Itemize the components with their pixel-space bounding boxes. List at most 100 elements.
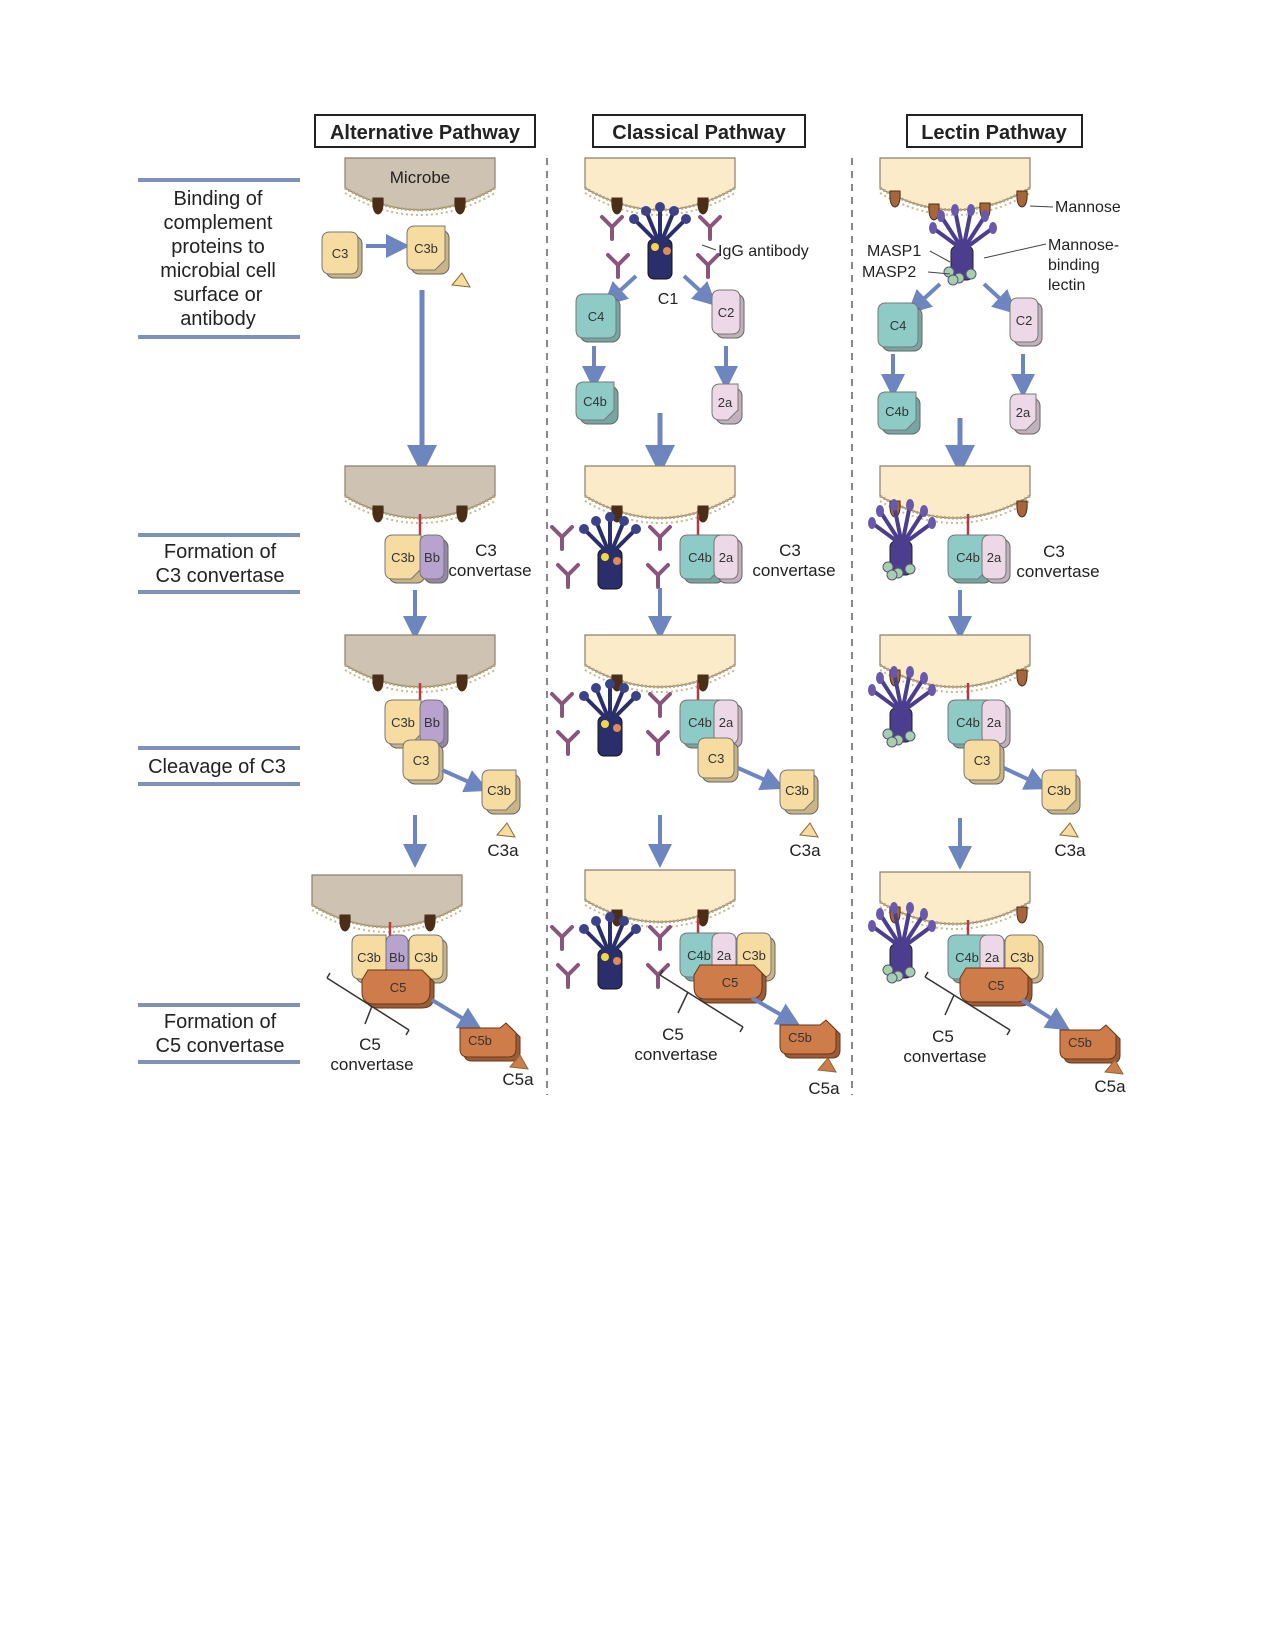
c1-head <box>655 202 665 212</box>
protein-2a-lec-label: 2a <box>1016 405 1031 420</box>
protein-2a-cleave-lec-label: 2a <box>987 715 1002 730</box>
protein-c4b-cleave-lec-label: C4b <box>956 715 980 730</box>
igg-antibody-shape <box>648 732 668 754</box>
c3a-label-lec: C3a <box>1054 841 1086 860</box>
masp-ball <box>905 564 915 574</box>
igg-antibody-shape <box>698 255 718 277</box>
protein-2a-conv-cls: 2a <box>714 535 742 583</box>
protein-c4b-c5conv-cls-label: C4b <box>687 948 711 963</box>
protein-2a-conv-lec: 2a <box>982 535 1010 583</box>
protein-c4b-cls-label: C4b <box>583 394 607 409</box>
mbl-label-line3: lectin <box>1048 277 1085 294</box>
protein-c2-lec: C2 <box>1010 298 1042 346</box>
mbl-head <box>890 499 898 511</box>
arrow-mbl-to-c4-lec <box>916 284 940 306</box>
stage-c3conv-line2: C3 convertase <box>156 565 285 587</box>
mbl-head <box>890 666 898 678</box>
microbe-knob <box>425 915 435 931</box>
stage-c5conv-line1: Formation of <box>164 1011 277 1033</box>
mbl-head <box>906 666 914 678</box>
igg-antibody-shape <box>558 565 578 587</box>
protein-2a-cls: 2a <box>712 384 742 424</box>
stage-binding-line6: antibody <box>180 308 256 330</box>
igg-antibody-shape <box>602 217 622 239</box>
protein-c4b-c5conv-lec-label: C4b <box>955 950 979 965</box>
masp-ball <box>905 967 915 977</box>
c1-dot-orange <box>613 557 621 565</box>
mannose-knob <box>1017 191 1027 207</box>
masp-ball <box>948 275 958 285</box>
mannose-knob <box>1017 907 1027 923</box>
c1-head <box>591 516 601 526</box>
protein-2a-cls-label: 2a <box>718 395 733 410</box>
c5conv-lec-line1: C5 <box>932 1027 954 1046</box>
protein-c3b-conv-alt-label: C3b <box>391 550 415 565</box>
c5conv-lec-line2: convertase <box>903 1047 986 1066</box>
stage-c5conv-line2: C5 convertase <box>156 1035 285 1057</box>
c5a-label-lec: C5a <box>1094 1077 1126 1096</box>
header-lectin: Lectin Pathway <box>907 115 1082 147</box>
mbl-head <box>928 517 936 529</box>
arrow-c3-to-c3b-cleave-lec <box>1004 768 1038 784</box>
igg-antibody-shape <box>648 965 668 987</box>
c3a-label-alt: C3a <box>487 841 519 860</box>
protein-c2-cls-label: C2 <box>718 305 735 320</box>
mbl-complex-lec-2 <box>868 499 936 580</box>
masp2-label: MASP2 <box>862 264 916 281</box>
stage-binding-line5: surface or <box>174 284 263 306</box>
membrane-surface <box>312 875 462 927</box>
mbl-head <box>967 204 975 216</box>
c1-head <box>619 516 629 526</box>
protein-c4b-conv-lec-label: C4b <box>956 550 980 565</box>
c1-head <box>579 524 589 534</box>
protein-c3-alt: C3 <box>322 232 362 278</box>
microbe-knob <box>373 506 383 522</box>
stage-binding-line3: proteins to <box>171 236 264 258</box>
arrow-c5-to-c5b-alt <box>432 1000 472 1024</box>
protein-c5-cls-label: C5 <box>722 975 739 990</box>
header-classical-text: Classical Pathway <box>612 122 786 144</box>
microbe-knob <box>373 198 383 214</box>
header-lectin-text: Lectin Pathway <box>921 122 1067 144</box>
masp-ball <box>905 731 915 741</box>
microbe-membrane-alt-4 <box>312 875 462 932</box>
protein-2a-c5conv-lec-label: 2a <box>985 950 1000 965</box>
protein-c5-alt-label: C5 <box>390 980 407 995</box>
stage-label-c3-convertase: Formation of C3 convertase <box>138 535 300 592</box>
c1-head <box>631 924 641 934</box>
c5conv-cls-line2: convertase <box>634 1045 717 1064</box>
masp-ball <box>887 973 897 983</box>
protein-c5-lec-label: C5 <box>988 978 1005 993</box>
protein-c5b-alt: C5b <box>460 1023 520 1061</box>
c1-head <box>681 214 691 224</box>
protein-c3-cleave-alt: C3 <box>403 740 443 784</box>
protein-c4b-cleave-cls-label: C4b <box>688 715 712 730</box>
microbe-knob <box>698 910 708 926</box>
protein-c4-cls: C4 <box>576 294 620 342</box>
c3conv-cls-line1: C3 <box>779 541 801 560</box>
mannose-knob <box>1017 501 1027 517</box>
diagram-content: C3C3bC3bBbC3bBbC3C3bC3bBbC3bC5C5bC4C2C4b… <box>312 158 1123 1074</box>
masp-ball <box>966 269 976 279</box>
c3a-fragment-cleave-lec <box>1060 823 1078 837</box>
membrane-surface <box>880 466 1030 518</box>
protein-c5b-lec-label: C5b <box>1068 1035 1092 1050</box>
protein-c3b-c5conv-alt-b-label: C3b <box>414 950 438 965</box>
protein-bb-c5conv-alt-label: Bb <box>389 950 405 965</box>
mbl-label-line2: binding <box>1048 257 1100 274</box>
mbl-head <box>906 902 914 914</box>
c1-label: C1 <box>658 291 679 308</box>
header-alternative-text: Alternative Pathway <box>330 122 521 144</box>
protein-c3b-alt: C3b <box>407 226 449 274</box>
membrane-surface <box>880 158 1030 210</box>
masp-ball <box>887 737 897 747</box>
arrow-mbl-to-c2-lec <box>984 284 1008 306</box>
protein-2a-c5conv-cls-label: 2a <box>717 948 732 963</box>
igg-antibody-shape <box>648 565 668 587</box>
igg-antibody-shape <box>700 217 720 239</box>
igg-antibody-shape <box>552 927 572 949</box>
c3conv-alt-line1: C3 <box>475 541 497 560</box>
mannose-knob <box>890 191 900 207</box>
arrow-c1-to-c4-cls <box>612 276 636 298</box>
mbl-complex-lec-3 <box>868 666 936 747</box>
